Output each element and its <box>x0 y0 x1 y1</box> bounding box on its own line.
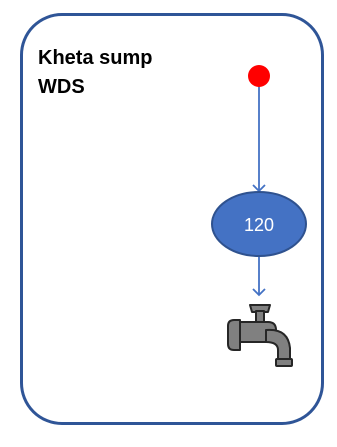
network-title-line2: WDS <box>38 76 85 98</box>
demand-node-shape <box>211 191 307 257</box>
demand-node[interactable]: 120 <box>211 191 307 257</box>
network-title: Kheta sump WDS <box>38 44 238 102</box>
demand-node-label: 120 <box>244 215 274 235</box>
network-title-line1: Kheta sump <box>38 47 153 69</box>
source-dot-icon[interactable] <box>248 65 270 87</box>
water-tap-icon[interactable] <box>227 304 293 367</box>
